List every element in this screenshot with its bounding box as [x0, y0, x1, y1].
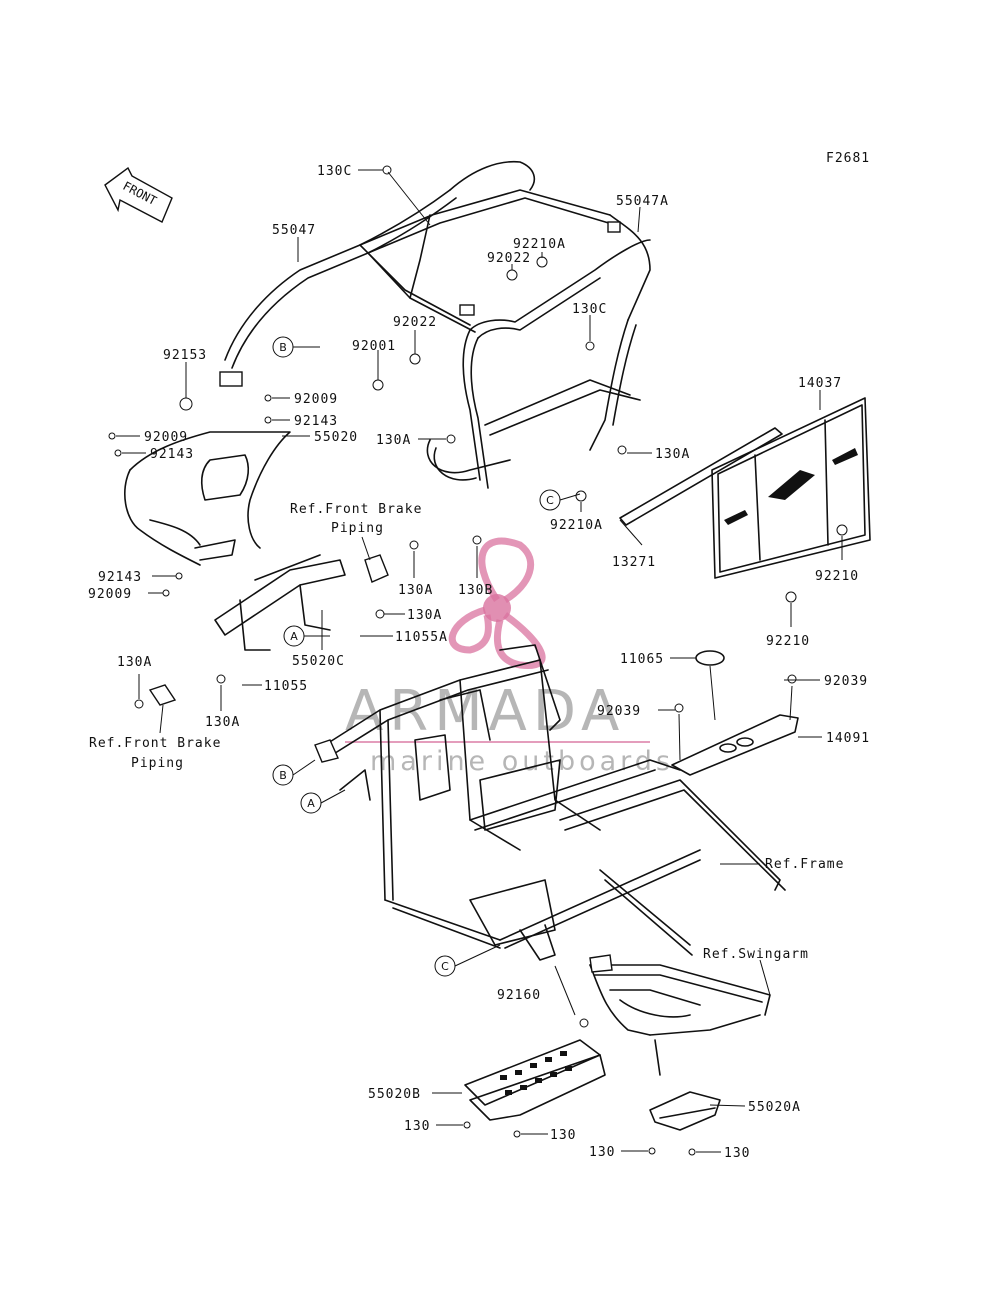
marker-a-mid: A [283, 625, 305, 647]
callout-92022: 92022 [393, 315, 437, 330]
ref-frame: Ref.Frame [765, 857, 844, 872]
callout-92210: 92210 [815, 569, 859, 584]
callout-92039: 92039 [824, 674, 868, 689]
svg-text:B: B [279, 341, 287, 354]
callout-55047A: 55047A [616, 194, 669, 209]
callout-130B: 130B [458, 583, 493, 598]
callout-11055A: 11055A [395, 630, 448, 645]
ref-swingarm: Ref.Swingarm [703, 947, 809, 962]
rear-bar [619, 427, 783, 526]
callout-55020: 55020 [314, 430, 358, 445]
roll-cage [219, 160, 651, 489]
callout-130A: 130A [117, 655, 152, 670]
svg-text:C: C [441, 960, 449, 973]
propeller-hub [483, 594, 511, 622]
callout-55020B: 55020B [368, 1087, 421, 1102]
marker-c-mid: C [539, 489, 561, 511]
circle-markers: B A C B A C [272, 336, 581, 977]
skid-plate-rear [649, 1091, 721, 1131]
marker-b-top: B [272, 336, 294, 358]
ref-front-brake-bottom-line1: Ref.Front Brake [89, 736, 221, 751]
callout-92160: 92160 [497, 988, 541, 1003]
svg-text:A: A [307, 797, 315, 810]
main-frame [314, 644, 786, 961]
callout-130C: 130C [572, 302, 607, 317]
cargo-net [711, 397, 871, 579]
watermark-tagline: marine outboards [370, 746, 674, 777]
callout-55020A: 55020A [748, 1100, 801, 1115]
front-arrow: FRONT [104, 166, 173, 223]
callout-11065: 11065 [620, 652, 664, 667]
callout-130: 130 [589, 1145, 615, 1160]
callout-130: 130 [550, 1128, 576, 1143]
figure-code: F2681 [826, 151, 870, 166]
callout-92001: 92001 [352, 339, 396, 354]
rear-panel [671, 650, 799, 776]
callout-130A: 130A [398, 583, 433, 598]
callout-130: 130 [404, 1119, 430, 1134]
callout-92143: 92143 [98, 570, 142, 585]
callout-92153: 92153 [163, 348, 207, 363]
callout-92210A: 92210A [513, 237, 566, 252]
ref-front-brake-top-line2: Piping [331, 521, 384, 536]
callout-92143: 92143 [150, 447, 194, 462]
callout-92009: 92009 [88, 587, 132, 602]
callout-130A: 130A [655, 447, 690, 462]
callout-92143: 92143 [294, 414, 338, 429]
marker-c-low: C [434, 955, 456, 977]
callout-55047: 55047 [272, 223, 316, 238]
svg-text:C: C [546, 494, 554, 507]
ref-front-brake-top-line1: Ref.Front Brake [290, 502, 422, 517]
callout-130: 130 [724, 1146, 750, 1161]
watermark-brand: ARMADA [345, 679, 625, 744]
ref-front-brake-bottom-line2: Piping [131, 756, 184, 771]
reference-labels: Ref.Front Brake Piping Ref.Front Brake P… [89, 502, 844, 962]
callout-130A: 130A [376, 433, 411, 448]
callout-92210A: 92210A [550, 518, 603, 533]
watermark: ARMADA marine outboards [345, 537, 674, 777]
skid-plate-front [464, 1039, 606, 1121]
callout-92039: 92039 [597, 704, 641, 719]
callout-130A: 130A [407, 608, 442, 623]
callout-130C: 130C [317, 164, 352, 179]
marker-a-left: A [300, 792, 322, 814]
callout-92022: 92022 [487, 251, 531, 266]
cap-11065 [695, 650, 725, 666]
callout-92210: 92210 [766, 634, 810, 649]
callout-13271: 13271 [612, 555, 656, 570]
callout-14091: 14091 [826, 731, 870, 746]
svg-text:B: B [279, 769, 287, 782]
callout-130A: 130A [205, 715, 240, 730]
front-guard [124, 431, 291, 566]
marker-b-left: B [272, 764, 294, 786]
front-bracket [148, 554, 389, 706]
svg-text:A: A [290, 630, 298, 643]
callout-14037: 14037 [798, 376, 842, 391]
fasteners [108, 165, 848, 1156]
swingarm [589, 954, 771, 1076]
callout-55020C: 55020C [292, 654, 345, 669]
callout-92009: 92009 [144, 430, 188, 445]
callout-labels: 130C 55047 55047A 92210A 92022 92022 920… [88, 164, 870, 1161]
callout-11055: 11055 [264, 679, 308, 694]
callout-92009: 92009 [294, 392, 338, 407]
leader-lines [116, 169, 843, 1153]
